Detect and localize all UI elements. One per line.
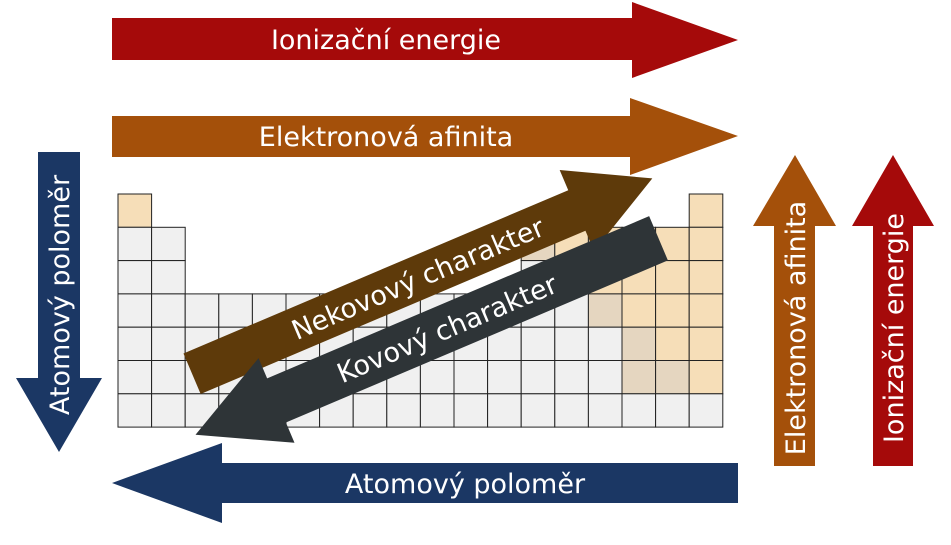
table-cell: [688, 293, 724, 328]
table-cell: [151, 260, 186, 295]
table-cell: [218, 293, 253, 328]
electron-affinity-label-right: Elektronová afinita: [781, 201, 812, 455]
table-cell: [554, 326, 589, 362]
atomic-radius-label-left: Atomový poloměr: [45, 174, 76, 415]
table-cell: [117, 393, 153, 428]
table-cell: [587, 326, 623, 362]
table-cell: [419, 393, 455, 428]
table-cell: [655, 260, 690, 295]
table-cell: [184, 293, 220, 328]
table-cell: [655, 293, 690, 328]
table-cell: [117, 226, 153, 262]
atomic-radius-label-bottom: Atomový poloměr: [345, 469, 586, 500]
table-cell: [520, 360, 556, 395]
electron-affinity-arrow-right: [753, 155, 836, 466]
ionization-energy-label-right: Ionizační energie: [879, 213, 910, 443]
metallic-character-arrow: [195, 216, 668, 443]
table-cell: [386, 393, 421, 428]
ionization-energy-arrow-right: [852, 155, 934, 466]
table-cell: [655, 360, 690, 395]
table-cell: [151, 293, 186, 328]
table-cell: [453, 393, 489, 428]
table-cell: [655, 393, 690, 428]
table-cell: [587, 293, 623, 328]
table-cell: [453, 360, 489, 395]
table-cell: [151, 326, 186, 362]
ionization-energy-label-top: Ionizační energie: [271, 25, 501, 56]
table-cell: [688, 360, 724, 395]
table-cell: [621, 360, 657, 395]
electron-affinity-label-top: Elektronová afinita: [259, 122, 513, 153]
ionization-energy-arrow-top: [112, 2, 738, 78]
table-cell: [655, 326, 690, 362]
table-cell: [117, 260, 153, 295]
table-cell: [688, 260, 724, 295]
table-cell: [621, 393, 657, 428]
nonmetallic-character-arrow: [183, 169, 653, 395]
table-cell: [151, 360, 186, 395]
table-cell: [151, 226, 186, 262]
table-cell: [419, 360, 455, 395]
table-cell: [117, 360, 153, 395]
table-cell: [117, 326, 153, 362]
table-cell: [520, 326, 556, 362]
table-cell: [487, 393, 522, 428]
table-cell: [352, 393, 388, 428]
table-cell: [117, 293, 153, 328]
table-cell: [688, 326, 724, 362]
table-cell: [587, 360, 623, 395]
table-cell: [688, 226, 724, 262]
table-cell: [688, 393, 724, 428]
table-cell: [621, 293, 657, 328]
atomic-radius-arrow-bottom: [112, 443, 738, 523]
table-cell: [688, 193, 724, 228]
table-cell: [621, 326, 657, 362]
table-cell: [151, 393, 186, 428]
atomic-radius-arrow-left: [16, 152, 102, 452]
table-cell: [520, 393, 556, 428]
electron-affinity-arrow-top: [112, 98, 738, 175]
table-cell: [587, 393, 623, 428]
table-cell: [554, 360, 589, 395]
table-cell: [554, 393, 589, 428]
table-cell: [487, 360, 522, 395]
table-cell: [117, 193, 153, 228]
